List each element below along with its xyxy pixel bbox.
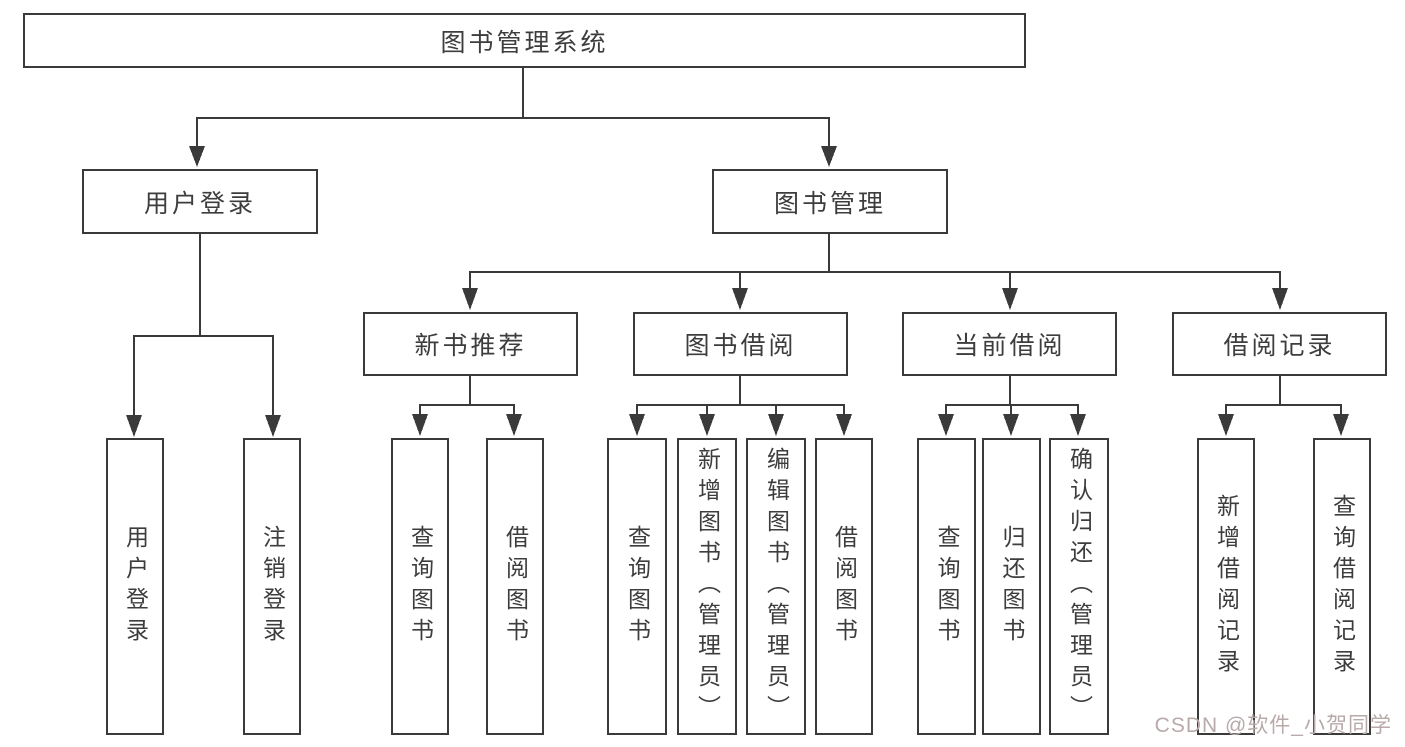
node-book-borrowing: 图书借阅 xyxy=(633,312,848,376)
leaf-confirm-return-admin-label: 确认归还（管理员） xyxy=(1066,447,1093,726)
leaf-query-borrow-record-label: 查询借阅记录 xyxy=(1329,493,1356,680)
leaf-add-borrow-record: 新增借阅记录 xyxy=(1197,438,1255,735)
leaf-query-books-1: 查询图书 xyxy=(391,438,449,735)
node-borrowing-records: 借阅记录 xyxy=(1172,312,1387,376)
leaf-borrow-books-2: 借阅图书 xyxy=(815,438,873,735)
node-book-management: 图书管理 xyxy=(712,169,948,234)
node-user-login: 用户登录 xyxy=(82,169,318,234)
leaf-query-borrow-record: 查询借阅记录 xyxy=(1313,438,1371,735)
csdn-watermark: CSDN @软件_小贺同学 xyxy=(1154,714,1392,737)
leaf-borrow-books-1-label: 借阅图书 xyxy=(502,524,529,649)
leaf-return-books-label: 归还图书 xyxy=(999,524,1025,649)
node-current-borrowing-label: 当前借阅 xyxy=(953,332,1066,360)
leaf-confirm-return-admin: 确认归还（管理员） xyxy=(1049,438,1109,735)
node-book-borrowing-label: 图书借阅 xyxy=(684,332,797,360)
leaf-query-books-2-label: 查询图书 xyxy=(624,524,651,649)
leaf-borrow-books-1: 借阅图书 xyxy=(486,438,544,735)
leaf-query-books-3: 查询图书 xyxy=(917,438,976,735)
node-current-borrowing: 当前借阅 xyxy=(902,312,1117,376)
leaf-borrow-books-2-label: 借阅图书 xyxy=(831,524,858,649)
node-root-label: 图书管理系统 xyxy=(440,28,609,57)
leaf-return-books: 归还图书 xyxy=(982,438,1041,735)
leaf-query-books-3-label: 查询图书 xyxy=(934,524,960,649)
leaf-logout-label: 注销登录 xyxy=(259,524,286,649)
leaf-query-books-1-label: 查询图书 xyxy=(407,524,434,649)
leaf-edit-books-admin: 编辑图书（管理员） xyxy=(746,438,806,735)
node-new-book-recommend: 新书推荐 xyxy=(363,312,578,376)
leaf-add-borrow-record-label: 新增借阅记录 xyxy=(1213,493,1240,680)
node-root: 图书管理系统 xyxy=(23,13,1026,68)
leaf-add-books-admin-label: 新增图书（管理员） xyxy=(694,447,721,726)
node-new-book-recommend-label: 新书推荐 xyxy=(414,332,527,360)
leaf-add-books-admin: 新增图书（管理员） xyxy=(677,438,737,735)
leaf-logout: 注销登录 xyxy=(243,438,301,735)
node-user-login-label: 用户登录 xyxy=(143,189,256,218)
leaf-edit-books-admin-label: 编辑图书（管理员） xyxy=(763,447,790,726)
node-book-management-label: 图书管理 xyxy=(773,189,886,218)
node-borrowing-records-label: 借阅记录 xyxy=(1223,332,1336,360)
leaf-user-login: 用户登录 xyxy=(106,438,164,735)
leaf-query-books-2: 查询图书 xyxy=(607,438,667,735)
leaf-user-login-label: 用户登录 xyxy=(122,524,149,649)
